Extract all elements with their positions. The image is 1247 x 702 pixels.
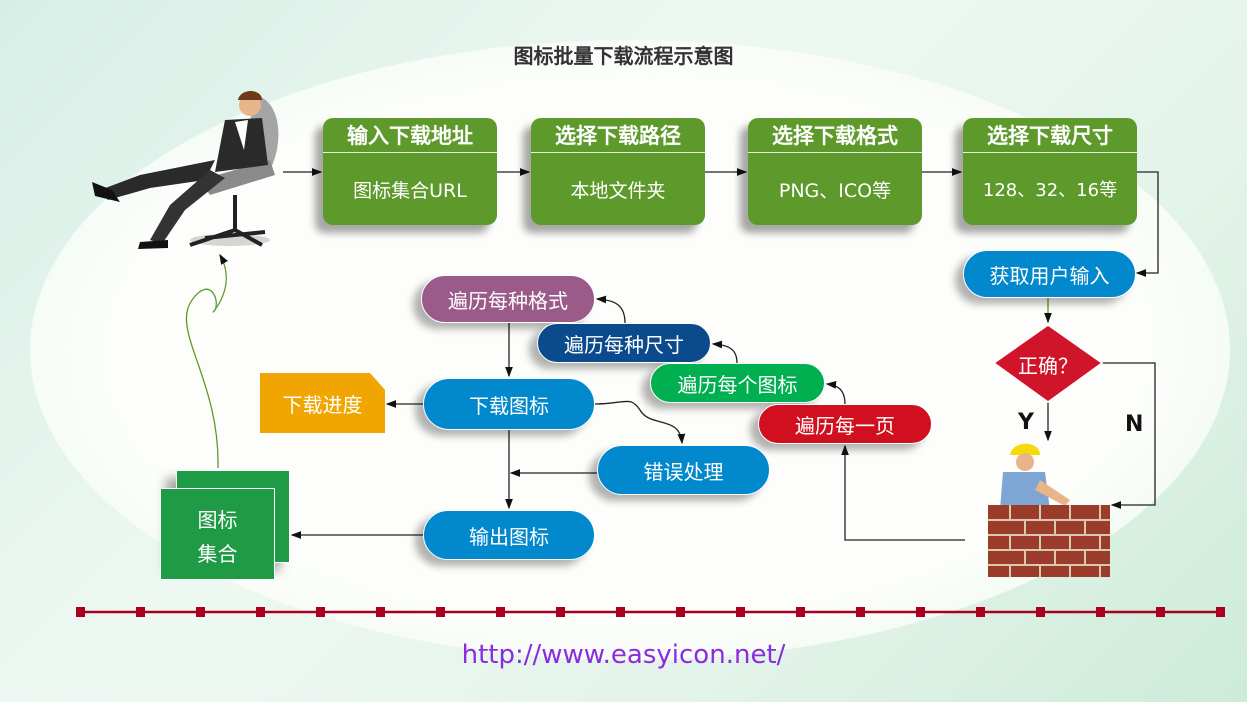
progress-document: 下载进度	[260, 373, 385, 433]
rail-square	[796, 607, 805, 617]
loop-icon-node: 遍历每个图标	[650, 363, 825, 403]
arrow-step4-input	[1135, 171, 1159, 277]
businessman-figure	[92, 91, 279, 249]
rail-square	[256, 607, 265, 617]
arrow-worker-page	[841, 444, 965, 541]
step-input-url: 输入下载地址图标集合URL	[323, 118, 497, 225]
loop-format-node: 遍历每种格式	[421, 275, 595, 323]
decision-label: 正确？	[1018, 354, 1078, 378]
rail-square	[1156, 607, 1165, 617]
rail-square	[196, 607, 205, 617]
arrow-size-format	[595, 295, 626, 324]
decision-diamond	[992, 324, 1104, 403]
arrow-icon-size	[711, 340, 738, 364]
rail-square	[1096, 607, 1105, 617]
site-url-link[interactable]: http://www.easyicon.net/	[461, 640, 786, 670]
arrow-page-icon	[825, 380, 846, 405]
rail-square	[1216, 607, 1225, 617]
arrow-decision-no	[1101, 362, 1156, 509]
loop-page-node: 遍历每一页	[758, 404, 932, 444]
rail-square	[916, 607, 925, 617]
collection-sheet: 图标集合	[160, 488, 275, 580]
rail-square	[556, 607, 565, 617]
rail-square	[736, 607, 745, 617]
rail-square	[76, 607, 85, 617]
arrow-collection-man	[185, 253, 228, 469]
rail-square	[376, 607, 385, 617]
step-select-path: 选择下载路径本地文件夹	[531, 118, 705, 225]
loop-size-node: 遍历每种尺寸	[537, 323, 711, 363]
no-label: N	[1125, 412, 1144, 437]
output-node: 输出图标	[423, 510, 595, 560]
download-node: 下载图标	[423, 378, 595, 430]
rail-square	[976, 607, 985, 617]
rail-square	[616, 607, 625, 617]
rail-square	[496, 607, 505, 617]
rail-square	[436, 607, 445, 617]
arrow-download-error	[594, 400, 686, 445]
rail-square	[1036, 607, 1045, 617]
get-input-node: 获取用户输入	[963, 250, 1136, 298]
yes-label: Y	[1018, 410, 1034, 435]
rail-square	[856, 607, 865, 617]
rail-square	[136, 607, 145, 617]
error-node: 错误处理	[597, 445, 770, 495]
worker-figure	[988, 443, 1110, 577]
rail-square	[316, 607, 325, 617]
rail-divider	[76, 607, 1225, 617]
page-title: 图标批量下载流程示意图	[513, 44, 734, 68]
rail-square	[676, 607, 685, 617]
